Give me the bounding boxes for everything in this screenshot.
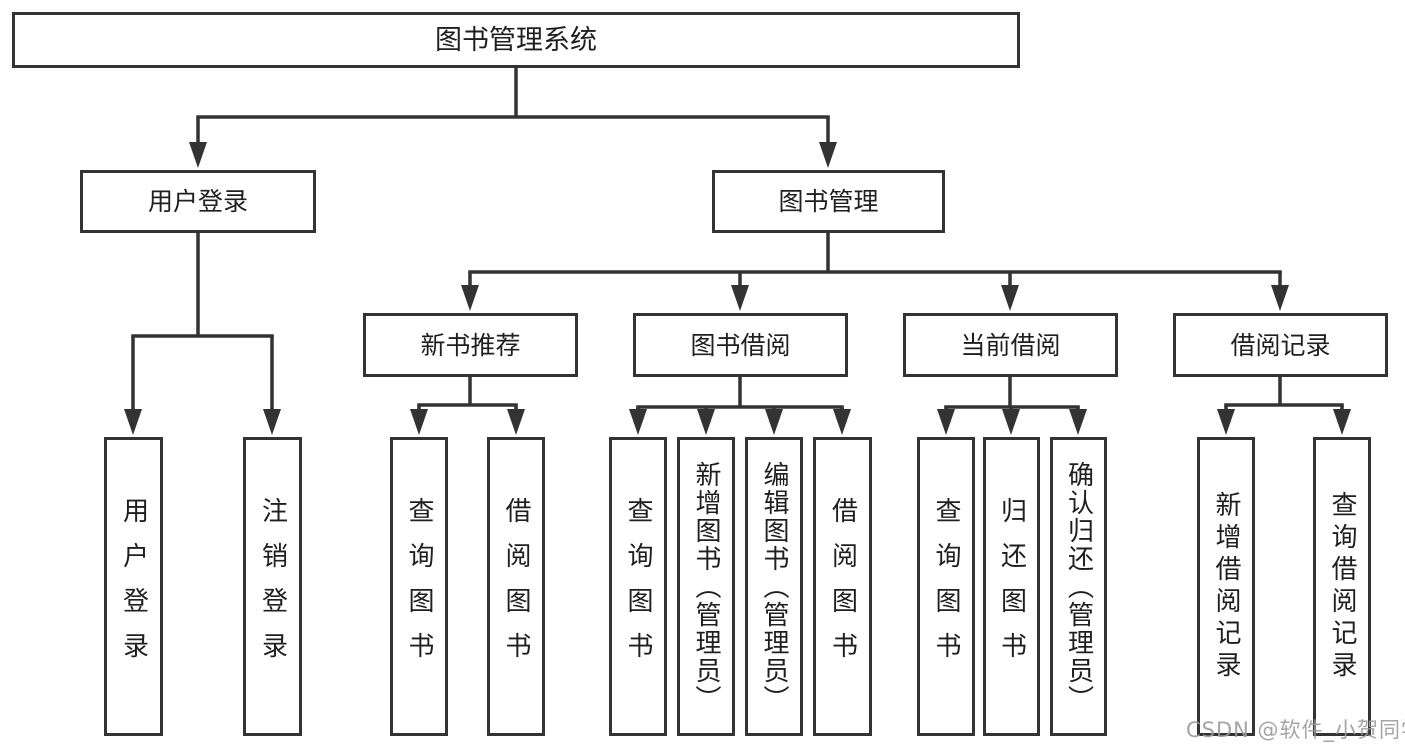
node-label-leaf-query-borrow-rec: 查询借阅记录: [1327, 490, 1357, 683]
node-leaf-query-book-3: 查询图书: [917, 437, 975, 736]
arrowhead-down-icon: [1001, 285, 1019, 311]
arrowhead-down-icon: [189, 142, 207, 168]
arrowhead-down-icon: [263, 409, 281, 435]
node-label-leaf-add-borrow-rec: 新增借阅记录: [1211, 490, 1241, 683]
node-label-leaf-return-book: 归还图书: [996, 496, 1027, 677]
arrowhead-down-icon: [1217, 409, 1235, 435]
node-label-borrowing-records: 借阅记录: [1230, 330, 1331, 360]
node-label-leaf-confirm-return: 确认归还（管理员）: [1063, 460, 1094, 713]
node-book-borrowing: 图书借阅: [633, 313, 848, 377]
node-leaf-add-borrow-rec: 新增借阅记录: [1197, 437, 1255, 736]
arrowhead-down-icon: [765, 409, 783, 435]
arrowhead-down-icon: [1002, 409, 1020, 435]
node-root: 图书管理系统: [12, 12, 1020, 68]
node-label-current-borrowing: 当前借阅: [960, 330, 1061, 360]
node-new-book-recommend: 新书推荐: [363, 313, 578, 377]
node-current-borrowing: 当前借阅: [903, 313, 1118, 377]
arrowhead-down-icon: [629, 409, 647, 435]
node-leaf-query-borrow-rec: 查询借阅记录: [1313, 437, 1371, 736]
node-label-user-login: 用户登录: [147, 187, 248, 216]
node-leaf-borrow-book-2: 借阅图书: [813, 437, 872, 736]
node-leaf-query-book-1: 查询图书: [390, 437, 448, 736]
node-label-root: 图书管理系统: [435, 24, 597, 56]
arrowhead-down-icon: [731, 285, 749, 311]
node-leaf-query-book-2: 查询图书: [609, 437, 667, 736]
node-label-leaf-query-book-2: 查询图书: [623, 496, 653, 677]
arrowhead-down-icon: [819, 142, 837, 168]
node-leaf-confirm-return: 确认归还（管理员）: [1050, 437, 1107, 736]
arrowhead-down-icon: [1271, 285, 1289, 311]
node-borrowing-records: 借阅记录: [1173, 313, 1388, 377]
arrowhead-down-icon: [833, 409, 851, 435]
arrowhead-down-icon: [507, 409, 525, 435]
node-label-leaf-query-book-3: 查询图书: [931, 496, 961, 677]
arrowhead-down-icon: [697, 409, 715, 435]
node-leaf-logout: 注销登录: [243, 437, 302, 736]
node-label-leaf-logout: 注销登录: [257, 496, 288, 677]
node-label-book-management: 图书管理: [778, 187, 879, 216]
node-leaf-add-book: 新增图书（管理员）: [677, 437, 735, 736]
arrowhead-down-icon: [124, 409, 142, 435]
node-label-book-borrowing: 图书借阅: [690, 330, 791, 360]
node-label-new-book-recommend: 新书推荐: [420, 330, 521, 360]
node-label-leaf-query-book-1: 查询图书: [404, 496, 434, 677]
node-book-management: 图书管理: [712, 170, 945, 233]
csdn-watermark: CSDN @软件_小贺同学: [1186, 718, 1405, 742]
arrowhead-down-icon: [461, 285, 479, 311]
node-leaf-return-book: 归还图书: [983, 437, 1040, 736]
arrowhead-down-icon: [410, 409, 428, 435]
arrowhead-down-icon: [937, 409, 955, 435]
node-label-leaf-borrow-book-1: 借阅图书: [501, 496, 531, 677]
node-label-leaf-user-login: 用户登录: [118, 496, 149, 677]
node-user-login: 用户登录: [80, 170, 316, 233]
node-label-leaf-borrow-book-2: 借阅图书: [827, 496, 858, 677]
node-label-leaf-edit-book: 编辑图书（管理员）: [759, 460, 789, 713]
arrowhead-down-icon: [1333, 409, 1351, 435]
node-leaf-borrow-book-1: 借阅图书: [487, 437, 545, 736]
node-label-leaf-add-book: 新增图书（管理员）: [691, 460, 721, 713]
node-leaf-edit-book: 编辑图书（管理员）: [745, 437, 803, 736]
node-leaf-user-login: 用户登录: [104, 437, 163, 736]
arrowhead-down-icon: [1069, 409, 1087, 435]
